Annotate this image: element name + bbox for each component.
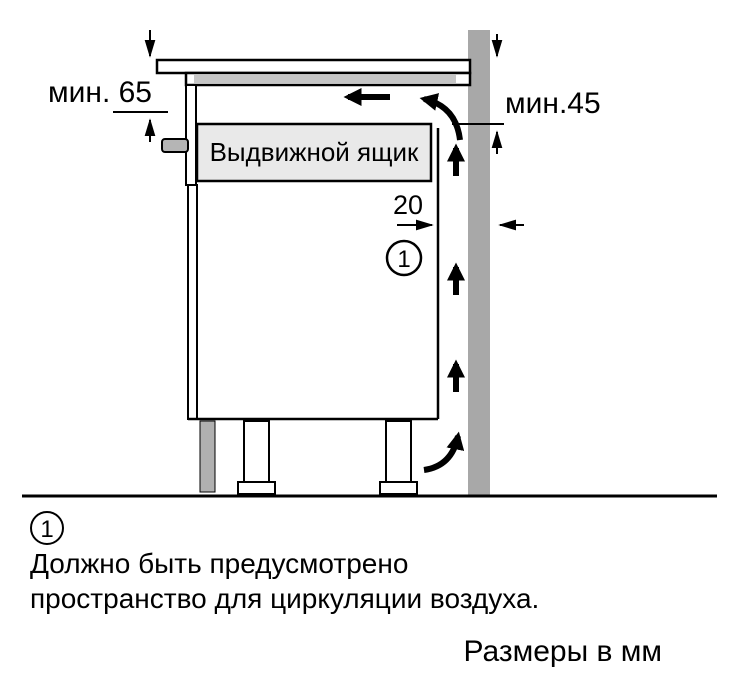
cabinet-left-panel [187,184,198,420]
leg-back-foot [379,481,418,495]
footnote-line-2: пространство для циркуляции воздуха. [30,583,539,614]
hob-support-peg [161,138,189,153]
leg-front-stem [243,420,270,483]
footnote-line-1: Должно быть предусмотрено [30,548,408,579]
dim-20-label: 20 [393,190,423,220]
plinth-panel [199,420,216,493]
hob-glass [155,58,472,75]
dim-min65-label: мин. 65 [48,76,152,109]
callout-1-number: 1 [397,246,410,273]
drawer-label: Выдвижной ящик [210,137,419,167]
footnote-callout-circle [30,511,64,545]
callout-1-circle [385,239,423,277]
drawer-box [195,122,433,183]
cabinet-side-rail [185,84,197,186]
airflow-arrow-bottom-curve-icon [423,431,465,473]
airflow-arrow-top-curve-icon [419,93,463,141]
units-note: Размеры в мм [463,635,662,668]
wall [468,30,490,496]
dim-min45-label: мин.45 [505,87,601,120]
footnote-callout-number: 1 [40,516,53,543]
leg-back-stem [385,420,412,483]
leg-front-foot [237,481,276,495]
hob-seal [194,75,456,83]
